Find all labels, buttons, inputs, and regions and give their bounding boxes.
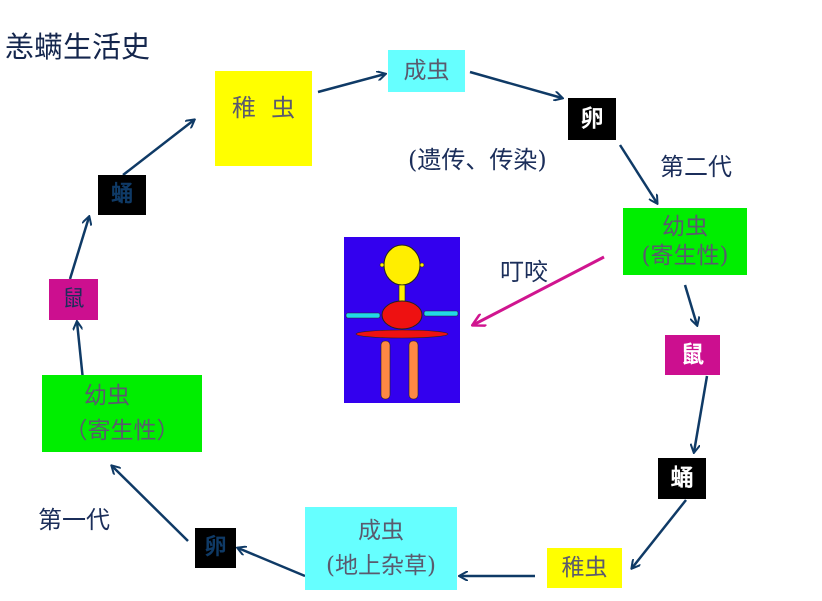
arrow-pupa-to-nymph [122,120,194,176]
page-title: 恙螨生活史 [5,30,151,64]
larva-right-sublabel: (寄生性) [641,242,729,269]
arrow-pupa-to-nymph-bottom [632,499,687,568]
human-figure-drawing [345,244,459,400]
larva-left-box: 幼虫 （寄生性） [42,375,202,452]
rat-right-box: 鼠 [665,335,720,375]
arrow-adult-to-egg [469,70,562,98]
arrow-rat-to-pupa [694,375,709,452]
arrow-adult-to-egg-bottom [238,548,306,578]
human-figure-icon [344,237,460,403]
nymph-top-label: 稚 虫 [231,94,296,122]
rat-left-box: 鼠 [49,279,98,320]
pupa-right-box: 蛹 [658,458,706,499]
second-generation-label: 第二代 [660,153,732,181]
adult-top-box: 成虫 [388,50,465,92]
bite-label: 叮咬 [500,258,548,286]
pupa-left-box: 蛹 [98,175,146,215]
larva-left-label: 幼虫 [84,382,130,409]
adult-bottom-box: 成虫 (地上杂草) [305,507,457,590]
arrow-egg-to-larva-left [112,466,189,542]
rat-right-label: 鼠 [681,340,704,368]
arrow-rat-to-pupa-left [68,217,89,280]
egg-bottom-label: 卵 [204,534,227,561]
larva-left-sublabel: （寄生性） [64,417,180,444]
egg-bottom-box: 卵 [195,528,236,568]
bite-arrow [473,255,605,325]
arrow-nymph-to-adult [317,74,385,94]
pupa-left-label: 蛹 [110,181,133,208]
arrow-larva-to-rat [683,284,697,325]
egg-top-box: 卵 [568,98,616,140]
inheritance-note: (遗传、传染) [408,146,547,174]
rat-left-label: 鼠 [62,286,85,312]
egg-top-label: 卵 [580,104,604,132]
adult-top-label: 成虫 [403,57,450,84]
adult-bottom-label: 成虫 [358,517,404,544]
nymph-bottom-box: 稚虫 [547,548,622,588]
larva-right-label: 幼虫 [662,213,708,240]
first-generation-label: 第一代 [38,506,110,534]
nymph-bottom-label: 稚虫 [561,554,608,581]
larva-right-box: 幼虫 (寄生性) [623,208,747,275]
arrow-egg-to-larva [618,144,657,203]
adult-bottom-sublabel: (地上杂草) [326,552,436,579]
pupa-right-label: 蛹 [670,464,694,492]
arrow-larva-to-rat-left [77,322,85,381]
nymph-top-box: 稚 虫 [215,71,312,166]
